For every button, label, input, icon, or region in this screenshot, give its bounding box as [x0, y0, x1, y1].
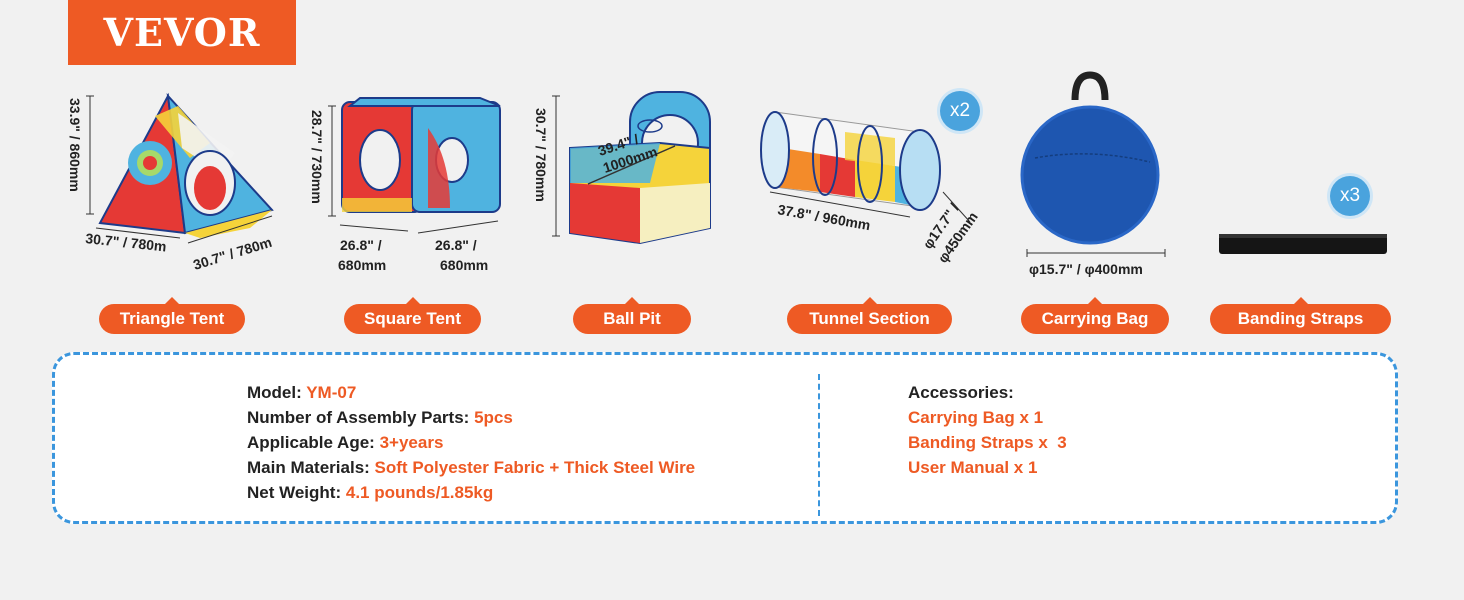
label-carrying-bag: Carrying Bag	[1021, 297, 1169, 334]
square-tent-width-right-2: 680mm	[440, 257, 488, 273]
label-tunnel-section: Tunnel Section	[787, 297, 952, 334]
tunnel-illustration: 37.8" / 960mm φ17.7" / φ450mm	[760, 111, 981, 266]
accessory-item: Carrying Bag x 1	[908, 408, 1044, 427]
carrying-bag-illustration: φ15.7" / φ400mm	[1020, 71, 1166, 277]
product-square-tent: 28.7" / 730mm 26.8" / 680mm 26.8" / 680m…	[300, 88, 520, 278]
accessories-title: Accessories:	[908, 383, 1014, 402]
label-banding-straps: Banding Straps	[1210, 297, 1391, 334]
label-ball-pit: Ball Pit	[573, 297, 691, 334]
brand-logo: VEVOR	[68, 0, 296, 65]
triangle-tent-width-left: 30.7" / 780m	[85, 230, 168, 254]
ball-pit-illustration: 30.7" / 780mm 39.4" / 1000mm	[533, 91, 711, 245]
square-tent-height: 28.7" / 730mm	[309, 110, 325, 204]
accessory-item: User Manual x 1	[908, 458, 1038, 477]
spec-main-materials: Main Materials: Soft Polyester Fabric + …	[247, 458, 696, 477]
label-square-tent: Square Tent	[344, 297, 481, 334]
specifications-panel	[52, 352, 1398, 524]
label-triangle-tent: Triangle Tent	[99, 297, 245, 334]
specs-left-column: Model: YM-07 Number of Assembly Parts: 5…	[247, 380, 695, 505]
product-triangle-tent: 33.9" / 860mm 30.7" / 780m 30.7" / 780m	[60, 88, 290, 278]
triangle-tent-width-right: 30.7" / 780m	[191, 234, 273, 273]
product-banding-straps	[1215, 226, 1395, 266]
specs-right-column: Accessories: Carrying Bag x 1 Banding St…	[908, 380, 1067, 480]
tunnel-quantity-badge: x2	[940, 91, 980, 131]
spec-model: Model: YM-07	[247, 383, 357, 402]
specs-divider	[818, 374, 820, 516]
carrying-bag-diameter: φ15.7" / φ400mm	[1029, 261, 1143, 277]
spec-net-weight: Net Weight: 4.1 pounds/1.85kg	[247, 483, 494, 502]
tunnel-length: 37.8" / 960mm	[776, 201, 871, 233]
square-tent-width-left-1: 26.8" /	[340, 237, 382, 253]
product-ball-pit: 30.7" / 780mm 39.4" / 1000mm	[530, 88, 730, 258]
brand-logo-text: VEVOR	[103, 10, 261, 55]
accessory-item: Banding Straps x 3	[908, 433, 1067, 452]
ball-pit-height: 30.7" / 780mm	[533, 108, 549, 202]
triangle-tent-height: 33.9" / 860mm	[67, 98, 83, 192]
product-carrying-bag: φ15.7" / φ400mm	[1015, 70, 1175, 280]
triangle-tent-illustration: 33.9" / 860mm 30.7" / 780m 30.7" / 780m	[67, 92, 274, 273]
straps-quantity-badge: x3	[1330, 176, 1370, 216]
spec-applicable-age: Applicable Age: 3+years	[247, 433, 444, 452]
product-tunnel-section: 37.8" / 960mm φ17.7" / φ450mm	[745, 92, 995, 272]
square-tent-width-right-1: 26.8" /	[435, 237, 477, 253]
square-tent-illustration: 28.7" / 730mm 26.8" / 680mm 26.8" / 680m…	[309, 97, 501, 273]
banding-strap-illustration	[1219, 234, 1387, 254]
spec-assembly-parts: Number of Assembly Parts: 5pcs	[247, 408, 513, 427]
square-tent-width-left-2: 680mm	[338, 257, 386, 273]
